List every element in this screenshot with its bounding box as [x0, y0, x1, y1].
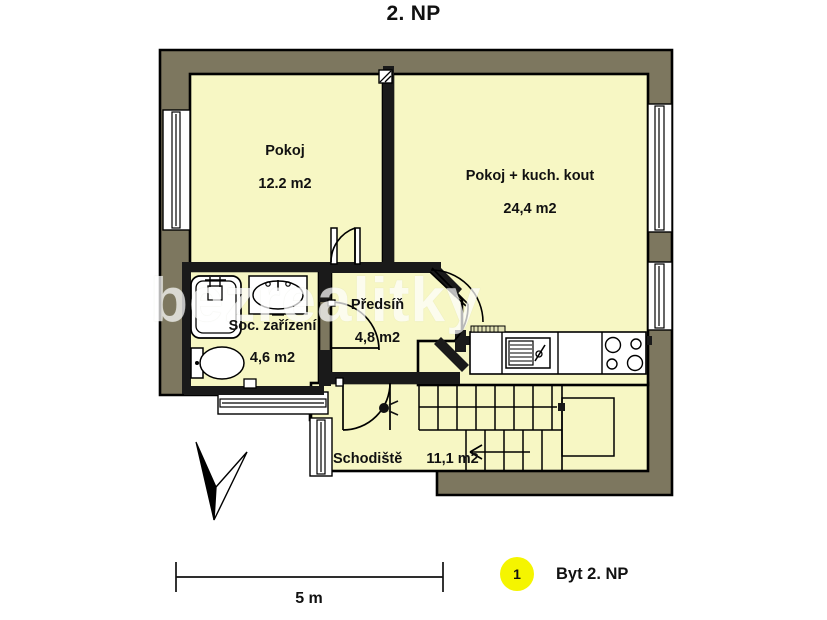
floor-box-icon: [243, 378, 257, 389]
room-area: 12.2 m2: [258, 176, 312, 192]
doors: [327, 227, 484, 431]
room-label-soc-zarizeni: Soc. zařízení 4,6 m2: [205, 310, 340, 374]
room-area: 4,8 m2: [354, 330, 401, 346]
door-entry: [429, 267, 484, 341]
room-label-predsin: Předsíň 4,8 m2: [330, 289, 425, 355]
legend-label: Byt 2. NP: [556, 564, 629, 583]
north-arrow: [195, 441, 248, 521]
wall-marker-icon: [378, 69, 393, 84]
room-area: 24,4 m2: [503, 201, 557, 217]
room-label-pokoj-kuchynsky-kout: Pokoj + kuch. kout 24,4 m2: [420, 160, 640, 226]
window-left: [162, 109, 191, 231]
radiator-icon: [470, 325, 506, 333]
door-staircase: [335, 377, 399, 431]
room-name: Schodiště: [333, 451, 403, 467]
bathtub-icon: [190, 275, 242, 339]
room-name: Soc. zařízení: [228, 318, 317, 334]
room-name: Pokoj: [265, 143, 305, 159]
room-label-pokoj: Pokoj 12.2 m2: [205, 135, 365, 201]
page-title: 2. NP: [386, 2, 441, 25]
room-area: 11,1 m2: [426, 451, 479, 467]
scale-bar-label: 5 m: [295, 590, 323, 607]
door-bathroom: [327, 299, 380, 351]
kitchen-sink-icon: [505, 337, 551, 369]
legend: 1 Byt 2. NP: [500, 557, 628, 591]
room-name: Předsíň: [350, 297, 405, 313]
room-label-schodiste: Schodiště 11,1 m2: [333, 451, 479, 467]
legend-marker: 1: [500, 557, 534, 591]
window-stairs-left: [309, 417, 333, 477]
kitchen-fixtures: [469, 325, 647, 375]
window-bathroom: [217, 391, 329, 415]
cooktop-icon: [604, 336, 644, 372]
room-name: Pokoj + kuch. kout: [465, 168, 595, 184]
staircase-icon: [418, 384, 649, 472]
washbasin-icon: [248, 275, 308, 316]
room-area: 4,6 m2: [249, 350, 296, 366]
scale-bar: [175, 562, 444, 592]
window-right-lower: [647, 261, 673, 331]
door-bedroom: [330, 227, 361, 265]
window-right-upper: [647, 103, 673, 233]
toilet-icon: [190, 346, 245, 380]
bathroom-fixtures: [190, 275, 308, 389]
legend-number: 1: [513, 566, 521, 582]
